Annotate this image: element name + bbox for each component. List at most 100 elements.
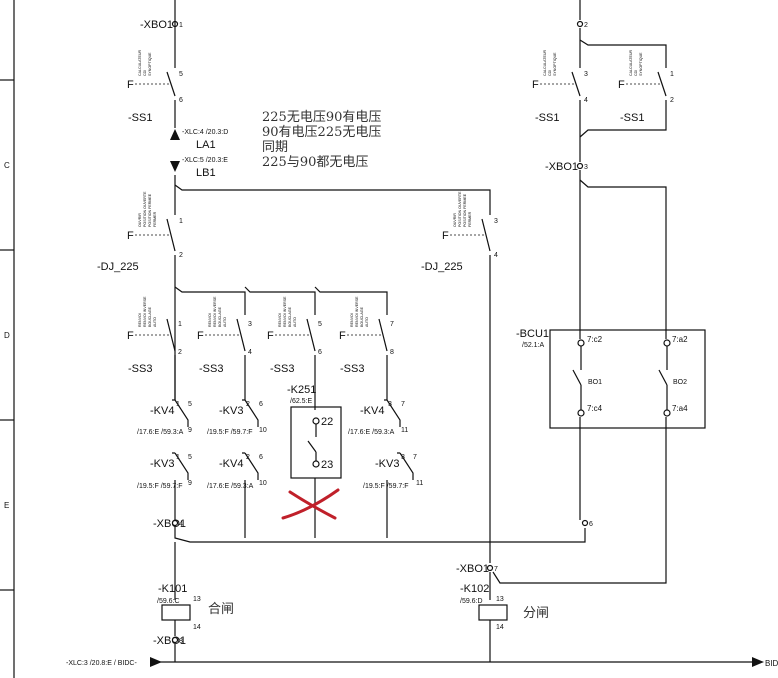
- bus-right-label: BID: [765, 659, 778, 668]
- relay-contact: [172, 399, 189, 427]
- switch-position-label: CDI: [548, 70, 552, 76]
- switch-position-label: POSITION FERMEE: [463, 193, 467, 227]
- kv4-ref: /17.6:E /59.3:A: [348, 429, 395, 436]
- dj225-label: -DJ_225: [97, 261, 139, 273]
- switch-position-label: RENVOI INVERSE: [213, 296, 217, 327]
- manual-operator-icon: F: [267, 330, 274, 342]
- xbo1-label: -XBO1: [140, 19, 173, 31]
- terminal-num: 7: [494, 566, 498, 573]
- contact-num: 3: [494, 218, 498, 225]
- contact-num: 7: [390, 321, 394, 328]
- bcu1-label: -BCU1: [516, 328, 549, 340]
- contact-num: 7: [401, 401, 405, 408]
- contact-num: 3: [401, 454, 405, 461]
- switch-position-label: CALCULATEUR: [543, 50, 547, 76]
- ss3-label: -SS3: [199, 363, 223, 375]
- switch-position-label: CDI: [634, 70, 638, 76]
- k101-ref: /59.6:C: [157, 598, 180, 605]
- switch-position-label: BOUCLAGE: [148, 306, 152, 327]
- switch-position-label: AUTO: [365, 317, 369, 327]
- switch-position-label: RENVOI: [350, 313, 354, 327]
- note-line: 同期: [262, 140, 288, 155]
- labels: -SS1 5 6 -SS1 3 4 -SS1 1 2 -XLC:4 /20.3:…: [66, 71, 778, 668]
- xbo1-label: -XBO1: [456, 563, 489, 575]
- bcu1-box: [549, 329, 706, 429]
- k101-label: -K101: [158, 583, 187, 595]
- manual-operator-icon: F: [127, 79, 134, 91]
- contact-num: 1: [176, 401, 180, 408]
- xbo1-label: -XBO1: [153, 635, 186, 647]
- manual-operator-icon: F: [127, 230, 134, 242]
- switch-position-label: AUTO: [293, 317, 297, 327]
- la1-label: LA1: [196, 139, 216, 151]
- kv3-label: -KV3: [375, 458, 399, 470]
- contact-num: 6: [179, 97, 183, 104]
- contact-num: 1: [176, 454, 180, 461]
- contact-num: 1: [178, 321, 182, 328]
- xbo1-label: -XBO1: [545, 161, 578, 173]
- kv4-label: -KV4: [150, 405, 174, 417]
- switch-position-label: BOUCLAGE: [360, 306, 364, 327]
- coil-pin: 13: [496, 596, 504, 603]
- coil-pin: 13: [193, 596, 201, 603]
- ss1-label: -SS1: [128, 112, 152, 124]
- arrow-down-icon: [170, 161, 180, 172]
- contact-num: 4: [494, 252, 498, 259]
- contact-num: 5: [179, 71, 183, 78]
- manual-operator-icon: F: [618, 79, 625, 91]
- contact-num: 5: [188, 401, 192, 408]
- relay-contact: [384, 399, 401, 427]
- switch-position-label: OUVRIR: [138, 213, 142, 227]
- k101-coil: [161, 604, 191, 621]
- kv3-ref: /19.5:F /59.7:F: [137, 483, 183, 490]
- la1-ref: -XLC:4 /20.3:D: [182, 129, 228, 136]
- k102-label: -K102: [460, 583, 489, 595]
- switch-position-label: OUVRIR: [453, 213, 457, 227]
- switch-position-label: BOUCLAGE: [288, 306, 292, 327]
- kv4-label: -KV4: [219, 458, 243, 470]
- contact-num: 2: [178, 349, 182, 356]
- switch-position-label: CALCULATEUR: [138, 50, 142, 76]
- contact-num: 5: [318, 321, 322, 328]
- switch-position-label: RENVOI: [278, 313, 282, 327]
- contact-num: 3: [388, 401, 392, 408]
- k102-note: 分闸: [523, 606, 549, 621]
- contact-num: 3: [248, 321, 252, 328]
- manual-operator-icon: F: [197, 330, 204, 342]
- relay-contact: [397, 452, 414, 480]
- contact-num: 5: [188, 454, 192, 461]
- manual-operator-icon: F: [532, 79, 539, 91]
- contact-num: 4: [248, 349, 252, 356]
- ss1-label: -SS1: [620, 112, 644, 124]
- relay-contact: [172, 452, 189, 480]
- kv3-ref: /19.5:F /59.7:F: [363, 483, 409, 490]
- bcu1-pin: 7:c2: [587, 335, 603, 344]
- coil-pin: 14: [193, 624, 201, 631]
- bcu1-ref: /52.1:A: [522, 342, 545, 349]
- wires: [150, 0, 764, 667]
- switch-position-label: RENVOI INVERSE: [283, 296, 287, 327]
- switch-position-label: RENVOI: [138, 313, 142, 327]
- switch-position-label: AUTO: [153, 317, 157, 327]
- row-label-d: D: [4, 331, 10, 340]
- contact-num: 11: [401, 427, 408, 434]
- terminal-num: 8: [179, 638, 183, 645]
- contact-num: 10: [259, 427, 267, 434]
- bus-left-label: -XLC:3 /20.8:E / BIDC-: [66, 660, 137, 667]
- switch-position-label: RENVOI INVERSE: [143, 296, 147, 327]
- relay-contact: [242, 399, 259, 427]
- kv4-ref: /17.6:E /59.3:A: [137, 429, 184, 436]
- contact-num: 7: [413, 454, 417, 461]
- coil-pin: 14: [496, 624, 504, 631]
- switch-position-label: POSITION FERMEE: [148, 193, 152, 227]
- note-line: 90有电压225无电压: [262, 125, 381, 140]
- contact-num: 2: [670, 97, 674, 104]
- switch-position-label: SYNOPTIQUE: [148, 52, 152, 76]
- switch-position-label: BOUCLAGE: [218, 306, 222, 327]
- k251-label: -K251: [287, 384, 316, 396]
- contact-num: 3: [584, 71, 588, 78]
